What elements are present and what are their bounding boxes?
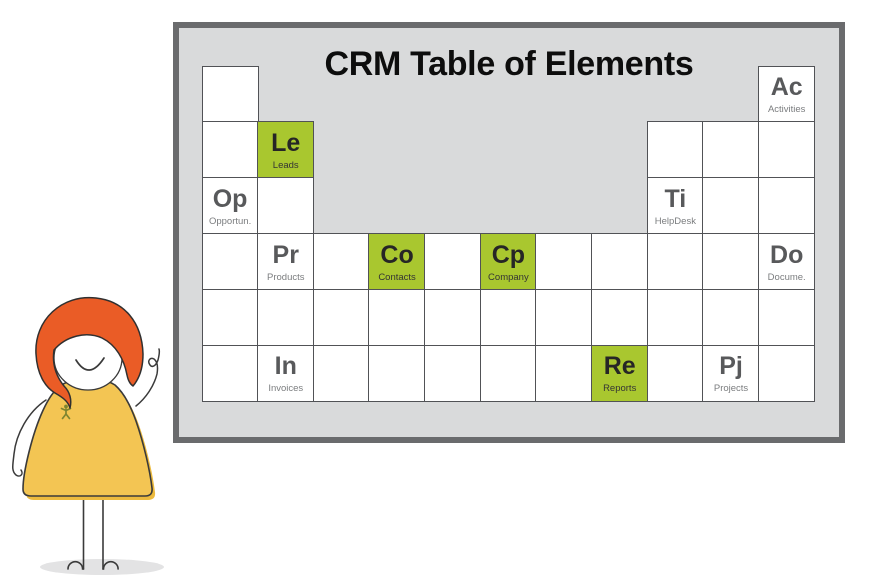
element-name: Projects — [713, 383, 749, 395]
element-symbol: Cp — [491, 240, 526, 269]
chest-logo — [60, 404, 72, 420]
element-name: HelpDesk — [654, 215, 696, 227]
character-legs — [67, 493, 119, 570]
element-cell-empty — [702, 232, 760, 291]
element-cell-empty — [257, 177, 315, 235]
element-cell-empty — [201, 232, 259, 291]
element-cell-empty — [702, 121, 760, 179]
element-cell-empty — [646, 121, 704, 179]
element-symbol: Re — [603, 352, 636, 381]
element-symbol: Pj — [719, 352, 743, 381]
element-cell-empty — [535, 344, 593, 402]
element-cell-empty — [591, 232, 649, 291]
element-name: Reports — [603, 383, 637, 395]
hair — [35, 296, 144, 409]
element-cell-empty — [702, 288, 760, 346]
element-cell-empty — [201, 121, 259, 179]
left-arm — [12, 399, 47, 477]
element-cell-empty — [646, 288, 704, 346]
board-title: CRM Table of Elements — [324, 45, 694, 83]
element-name: Contacts — [378, 271, 416, 283]
element-cell-empty — [758, 121, 816, 179]
closed-eye — [75, 357, 105, 371]
element-cell-empty — [758, 344, 816, 402]
element-cell-empty — [591, 288, 649, 346]
ground-shadow — [40, 559, 164, 575]
element-name: Invoices — [268, 383, 304, 395]
element-cell-empty — [424, 288, 482, 346]
element-symbol: Co — [380, 240, 414, 269]
right-foot — [102, 560, 119, 570]
element-name: Docume. — [767, 271, 806, 283]
element-name: Opportun. — [208, 215, 252, 227]
element-symbol: Op — [212, 184, 248, 213]
element-cell-empty — [758, 288, 816, 346]
element-cell-empty — [535, 288, 593, 346]
element-symbol: Do — [770, 240, 804, 269]
element-name: Activities — [767, 104, 806, 116]
element-symbol: Pr — [272, 240, 299, 269]
element-cell-empty — [646, 232, 704, 291]
element-name: Products — [267, 271, 305, 283]
element-cell-empty — [368, 344, 426, 402]
element-cell-empty — [424, 344, 482, 402]
element-name: Leads — [272, 159, 299, 171]
element-symbol: Le — [271, 128, 301, 157]
element-name: Company — [488, 271, 529, 283]
element-cell-empty — [368, 288, 426, 346]
element-cell-empty — [201, 65, 259, 123]
element-symbol: In — [274, 352, 297, 381]
left-foot — [67, 560, 85, 570]
element-cell-empty — [201, 288, 259, 346]
element-cell-empty — [424, 232, 482, 291]
element-cell-empty — [479, 288, 537, 346]
element-cell-empty — [758, 177, 816, 235]
element-symbol: Ti — [664, 184, 687, 213]
element-symbol: Ac — [770, 73, 803, 102]
right-arm — [135, 348, 161, 407]
element-cell-empty — [257, 288, 315, 346]
element-cell-empty — [479, 344, 537, 402]
element-cell-empty — [535, 232, 593, 291]
element-cell-empty — [312, 344, 370, 402]
element-cell-empty — [312, 232, 370, 291]
dress — [22, 377, 153, 497]
presenter-character-illustration — [12, 296, 164, 575]
element-cell-empty — [201, 344, 259, 402]
element-cell-empty — [702, 177, 760, 235]
element-cell-empty — [312, 288, 370, 346]
element-cell-empty — [646, 344, 704, 402]
